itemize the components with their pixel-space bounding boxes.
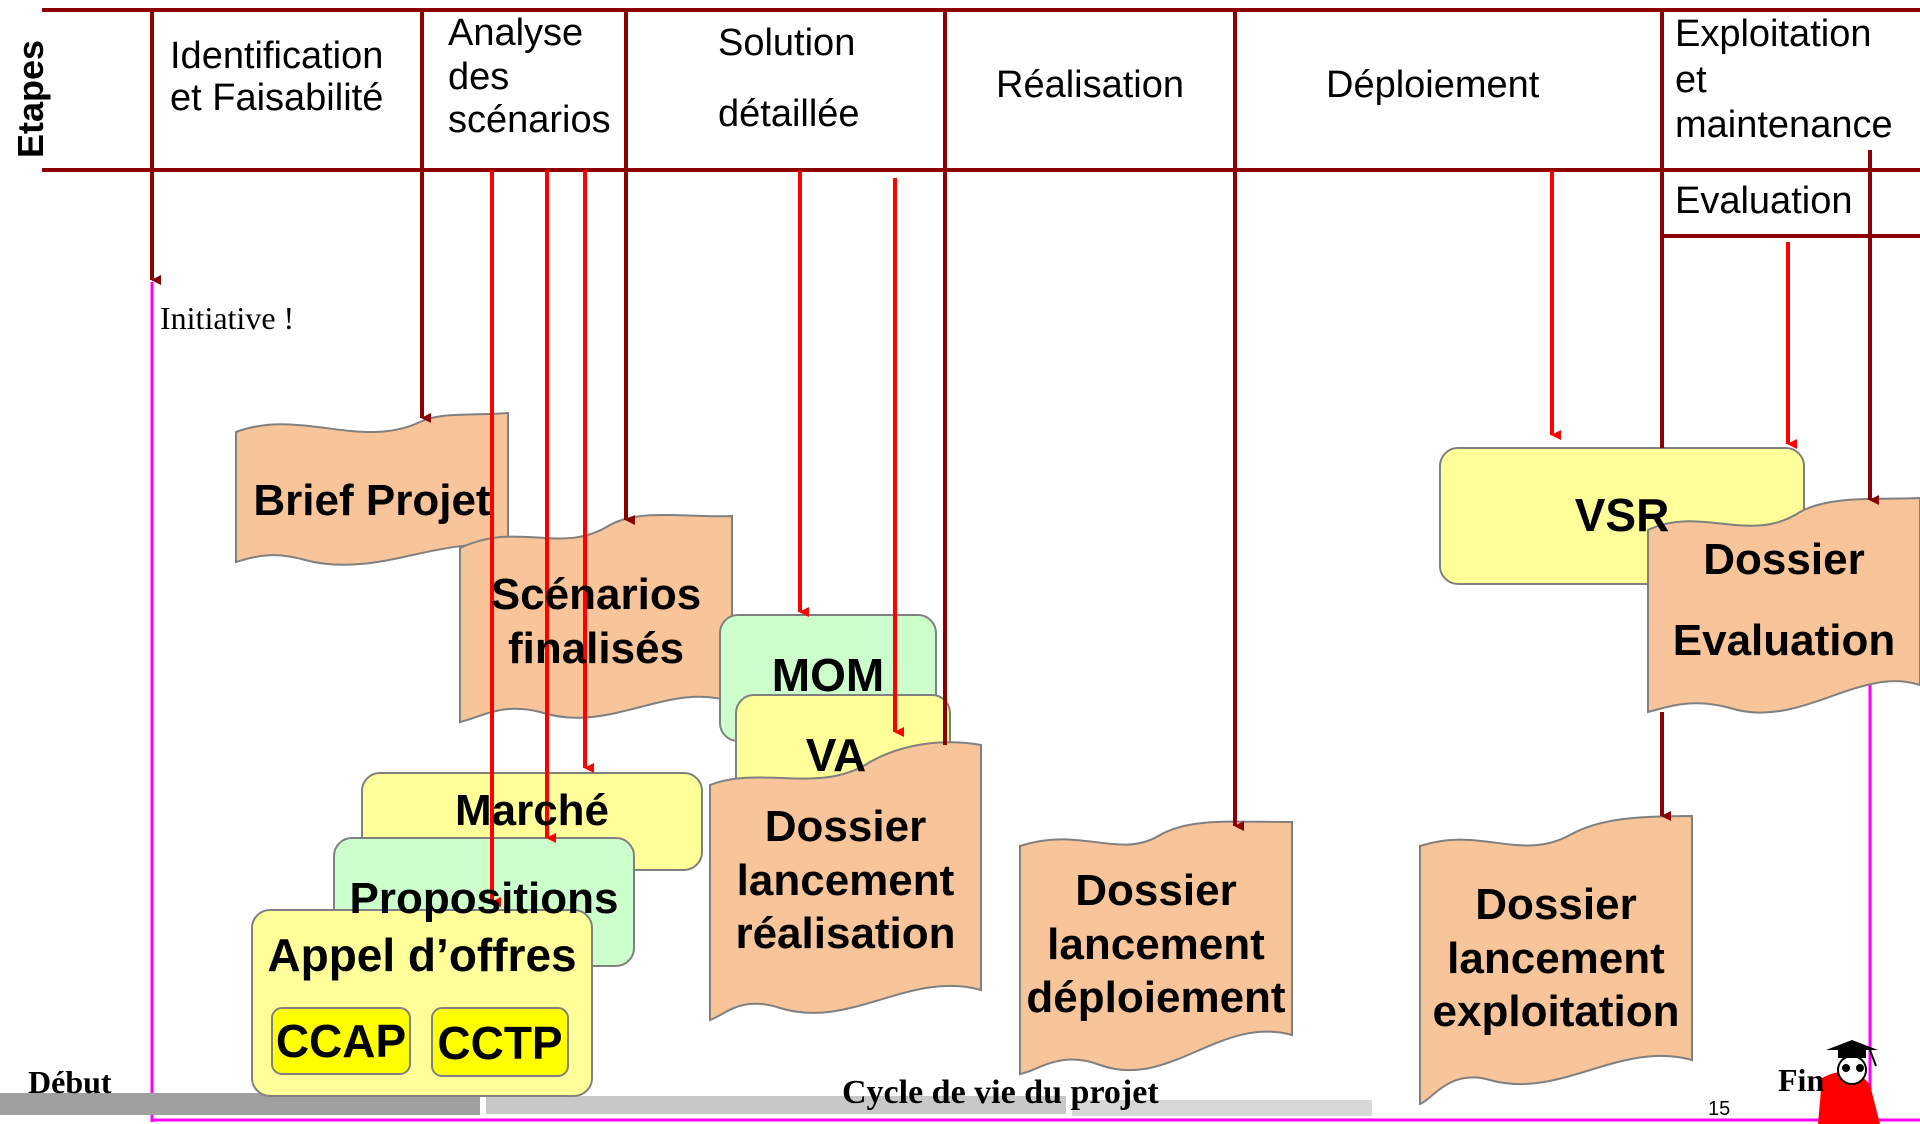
label-propositions: Propositions xyxy=(349,874,619,923)
etapes-axis-label: Etapes xyxy=(10,39,51,158)
stage-evaluation: Evaluation xyxy=(1675,180,1853,222)
stage-header-frame xyxy=(42,8,1920,238)
stage-deploiement: Déploiement xyxy=(1326,64,1540,106)
label-dossier-exploitation: Dossier lancement exploitation xyxy=(1432,880,1680,1037)
label-brief-projet: Brief Projet xyxy=(253,476,491,525)
box-ccap xyxy=(271,1007,411,1075)
label-dossier-realisation: Dossier lancement réalisation xyxy=(735,802,956,959)
stage-exploitation: Exploitation et maintenance xyxy=(1675,13,1893,147)
footer-debut: Début xyxy=(28,1064,112,1100)
label-scenarios-finalises: Scénarios finalisés xyxy=(490,570,702,673)
professor-mascot-icon xyxy=(1818,1040,1880,1124)
doc-dossier-lancement-realisation xyxy=(709,741,982,1022)
initiative-label: Initiative ! xyxy=(160,300,295,336)
label-cctp: CCTP xyxy=(437,1017,563,1069)
label-appel-offres: Appel d’offres xyxy=(267,929,577,981)
footer-cycle-title: Cycle de vie du projet xyxy=(842,1074,1159,1111)
footer-fin: Fin xyxy=(1778,1062,1825,1098)
label-dossier-evaluation: Dossier Evaluation xyxy=(1672,535,1896,665)
doc-dossier-evaluation xyxy=(1647,496,1920,714)
arrows-dark-red xyxy=(150,8,1879,831)
label-ccap: CCAP xyxy=(275,1015,407,1067)
doc-dossier-lancement-exploitation xyxy=(1419,814,1693,1106)
stage-solution: Solution détaillée xyxy=(718,22,860,135)
doc-scenarios-finalises xyxy=(459,513,733,724)
arrows-red xyxy=(490,170,1797,907)
page-number: 15 xyxy=(1708,1098,1731,1120)
footer-bar xyxy=(0,1093,1372,1116)
label-dossier-deploiement: Dossier lancement déploiement xyxy=(1026,866,1286,1023)
stage-realisation: Réalisation xyxy=(996,64,1184,106)
doc-dossier-lancement-deploiement xyxy=(1019,820,1293,1076)
stage-analyse: Analyse des scénarios xyxy=(448,12,611,142)
box-cctp xyxy=(431,1007,569,1077)
doc-brief-projet xyxy=(235,411,509,566)
label-mom: MOM xyxy=(771,649,885,701)
label-vsr: VSR xyxy=(1574,489,1670,541)
label-marche: Marché xyxy=(454,786,610,835)
label-va: VA xyxy=(805,729,867,781)
stage-identification: Identification et Faisabilité xyxy=(170,35,384,119)
